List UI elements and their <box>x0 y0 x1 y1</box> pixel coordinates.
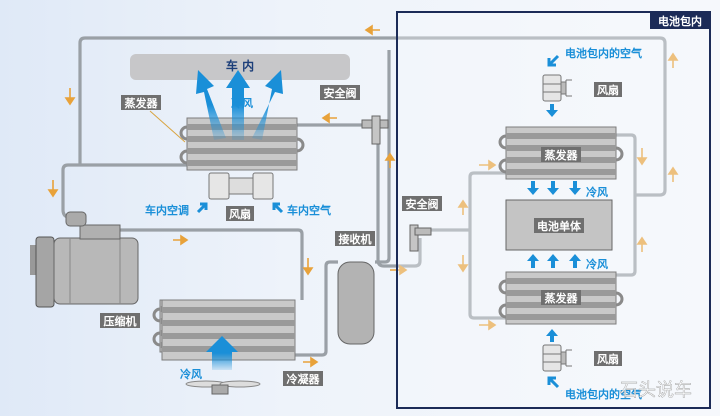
cold-air-down-arrows <box>527 181 581 195</box>
battery-safety-valve-icon <box>409 224 432 252</box>
receiver-icon <box>337 261 375 345</box>
battery-safety-valve-label: 安全阀 <box>406 197 439 211</box>
cabin-air-arrow-icon <box>272 202 284 214</box>
condenser-cold-air-arrow <box>206 336 238 370</box>
safety-valve-label: 安全阀 <box>324 86 357 100</box>
cold-air-down-label: 冷风 <box>586 185 608 199</box>
cold-air-up-arrows <box>196 70 283 140</box>
cabin-fan-label: 风扇 <box>229 207 251 221</box>
cold-air-up-label: 冷风 <box>586 257 608 271</box>
battery-evaporator-bottom-label: 蒸发器 <box>545 291 579 305</box>
condenser-fan-icon <box>185 380 261 395</box>
battery-fan-bottom-label: 风扇 <box>597 352 619 366</box>
fan-down-arrow-icon <box>546 104 558 117</box>
flow-direction-arrows <box>47 24 679 368</box>
compressor-icon <box>30 211 139 308</box>
cabin-air-label: 车内空气 <box>287 203 331 217</box>
cabin-bar <box>130 54 350 80</box>
cabin-ac-arrow-icon <box>196 202 208 214</box>
battery-cell-label: 电池单体 <box>537 219 582 233</box>
cold-air-up-arrows-battery <box>527 254 581 268</box>
cabin-fan-icon <box>208 172 274 200</box>
condenser-cold-air-label: 冷风 <box>180 367 202 381</box>
battery-evaporator-top-label: 蒸发器 <box>545 148 579 162</box>
battery-pack-title: 电池包内 <box>658 14 702 28</box>
fan-up-arrow-icon <box>546 329 558 342</box>
battery-air-bottom-label: 电池包内的空气 <box>565 387 642 401</box>
battery-air-top-label: 电池包内的空气 <box>565 46 642 60</box>
condenser-label: 冷凝器 <box>287 372 321 386</box>
air-in-arrow-icon-bottom <box>547 376 560 389</box>
safety-valve-icon <box>361 115 389 145</box>
evaporator-label: 蒸发器 <box>125 96 159 110</box>
receiver-label: 接收机 <box>339 232 372 246</box>
watermark: 石头说车 <box>620 380 692 401</box>
cold-air-label-top: 冷风 <box>231 96 253 110</box>
cabin-ac-label: 车内空调 <box>145 203 189 217</box>
compressor-label: 压缩机 <box>104 314 137 328</box>
air-in-arrow-icon-top <box>547 54 560 67</box>
battery-fan-top-label: 风扇 <box>597 83 619 97</box>
cabin-label: 车 内 <box>226 58 254 73</box>
